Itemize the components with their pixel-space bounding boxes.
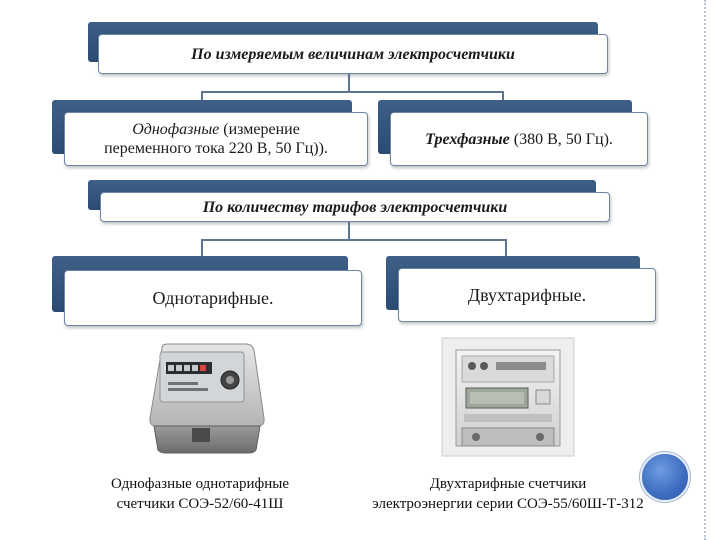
single-tariff-meter-caption: Однофазные однотарифные счетчики СОЭ-52/…	[80, 474, 320, 514]
dual-tariff-meter-image	[441, 337, 575, 457]
single-phase-card: Однофазные (измерение переменного тока 2…	[64, 112, 368, 166]
single-tariff-meter-image	[149, 343, 265, 454]
decorative-circle	[640, 452, 690, 502]
three-phase-card: Трехфазные (380 В, 50 Гц).	[390, 112, 648, 166]
connector-left-drop-2	[201, 239, 203, 257]
connector-left-drop-1	[201, 91, 203, 103]
right-edge-border	[704, 0, 706, 540]
connector-right-drop-2	[505, 239, 507, 257]
single-phase-detail1: (измерение	[219, 121, 300, 138]
connector-horizontal-2	[201, 239, 507, 241]
header2-card: По количеству тарифов электросчетчики	[100, 192, 610, 222]
single-tariff-text: Однотарифные.	[152, 287, 274, 308]
single-phase-detail2: переменного тока 220 В, 50 Гц)).	[104, 140, 328, 157]
header-tariffs-text: По количеству тарифов электросчетчики	[202, 198, 508, 216]
connector-horizontal-1	[201, 91, 504, 93]
single-tariff-card: Однотарифные.	[64, 270, 362, 326]
connector-right-drop-1	[502, 91, 504, 103]
header-card: По измеряемым величинам электросчетчики	[98, 34, 608, 74]
dual-tariff-caption-line1: Двухтарифные счетчики	[429, 476, 587, 492]
three-phase-box: Трехфазные (380 В, 50 Гц).	[378, 100, 650, 168]
connector-vertical-2	[348, 222, 350, 240]
three-phase-title: Трехфазные	[425, 130, 510, 148]
connector-vertical-1	[348, 74, 350, 92]
single-phase-line1: Однофазные (измерение	[132, 120, 300, 139]
single-phase-title: Однофазные	[132, 121, 220, 138]
header-measured-quantities: По измеряемым величинам электросчетчики	[88, 22, 612, 78]
dual-tariff-card: Двухтарифные.	[398, 268, 656, 322]
single-tariff-box: Однотарифные.	[52, 256, 366, 328]
header-measured-text: По измеряемым величинам электросчетчики	[191, 45, 515, 63]
three-phase-line: Трехфазные (380 В, 50 Гц).	[425, 130, 613, 149]
single-phase-box: Однофазные (измерение переменного тока 2…	[52, 100, 370, 168]
three-phase-detail: (380 В, 50 Гц).	[509, 130, 613, 148]
header-tariffs: По количеству тарифов электросчетчики	[88, 180, 612, 224]
dual-tariff-box: Двухтарифные.	[386, 256, 658, 324]
dual-tariff-caption-line2: электроэнергии серии СОЭ-55/60Ш-Т-312	[372, 496, 644, 512]
single-tariff-caption-line2: счетчики СОЭ-52/60-41Ш	[116, 496, 284, 512]
dual-tariff-text: Двухтарифные.	[467, 284, 587, 305]
dual-tariff-meter-caption: Двухтарифные счетчики электроэнергии сер…	[338, 474, 678, 514]
single-tariff-caption-line1: Однофазные однотарифные	[110, 476, 290, 492]
